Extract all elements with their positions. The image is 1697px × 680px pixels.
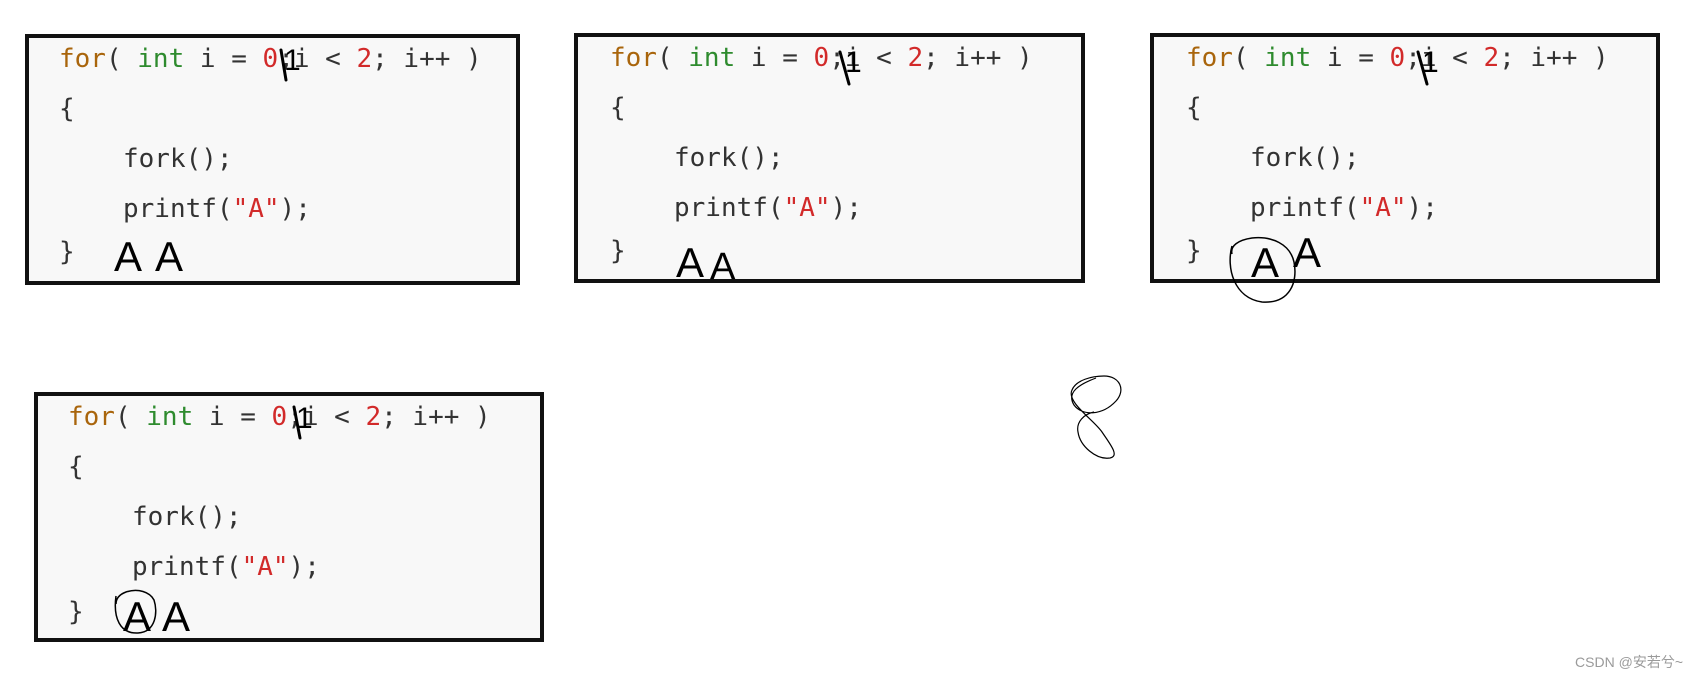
output-a-circled: A [1251,239,1280,286]
printf-statement: printf("A"); [132,552,320,582]
fork-statement: fork(); [123,144,233,174]
output-a-1: A [676,239,705,286]
increment-text: ; i++ ) [381,402,491,432]
init-value: 0 [813,43,830,73]
fork-statement: fork(); [132,502,242,532]
loop-limit: 2 [356,44,373,74]
condition-text: ;i < [1405,43,1484,73]
output-a-2: A [162,593,191,640]
for-keyword: for [1186,43,1233,73]
circle-mark-panel-3 [1229,236,1296,303]
printf-close: ); [288,552,320,582]
strike-mark-panel-2 [838,50,851,86]
declaration: i = [193,402,272,432]
open-brace: { [610,93,626,123]
open-paren: ( [114,402,147,432]
close-brace: } [1186,236,1202,266]
code-panel-1: for( int i = 0;i < 2; i++ ) { fork(); pr… [25,34,520,285]
code-panel-4: for( int i = 0;i < 2; i++ ) { fork(); pr… [34,392,544,642]
printf-string: "A" [241,552,289,582]
close-brace: } [68,597,84,627]
loop-limit: 2 [365,402,382,432]
fork-statement: fork(); [1250,143,1360,173]
open-paren: ( [656,43,689,73]
handwritten-i-value: 1 [284,44,301,77]
init-value: 0 [262,44,279,74]
printf-call: printf( [674,193,784,223]
init-value: 0 [1389,43,1406,73]
handwritten-i-value: 1 [845,46,862,79]
output-a-1: A [114,233,143,280]
declaration: i = [735,43,814,73]
circle-mark-panel-4 [114,589,157,634]
for-line: for( int i = 0;i < 2; i++ ) [610,43,1033,73]
output-a-2: A [1293,229,1322,276]
printf-statement: printf("A"); [674,193,862,223]
declaration: i = [1311,43,1390,73]
strike-mark-panel-1 [279,48,288,82]
printf-close: ); [830,193,862,223]
condition-text: ;i < [287,402,366,432]
init-value: 0 [271,402,288,432]
increment-text: ; i++ ) [372,44,482,74]
handwritten-i-value: 1 [1422,46,1439,79]
open-brace: { [68,452,84,482]
figure-eight-scribble [1070,375,1122,459]
for-line: for( int i = 0;i < 2; i++ ) [68,402,491,432]
close-brace: } [59,237,75,267]
declaration: i = [184,44,263,74]
open-brace: { [59,94,75,124]
printf-close: ); [1406,193,1438,223]
increment-text: ; i++ ) [1499,43,1609,73]
printf-statement: printf("A"); [123,194,311,224]
printf-call: printf( [123,194,233,224]
int-keyword: int [688,43,736,73]
fork-statement: fork(); [674,143,784,173]
output-a-2: A [710,246,736,288]
printf-call: printf( [132,552,242,582]
increment-text: ; i++ ) [923,43,1033,73]
printf-string: "A" [783,193,831,223]
for-keyword: for [68,402,115,432]
open-brace: { [1186,93,1202,123]
strike-mark-panel-4 [292,405,302,440]
loop-limit: 2 [907,43,924,73]
for-keyword: for [59,44,106,74]
loop-limit: 2 [1483,43,1500,73]
handwritten-i-value: 1 [296,402,313,435]
code-panel-2: for( int i = 0;i < 2; i++ ) { fork(); pr… [574,33,1085,283]
close-brace: } [610,236,626,266]
printf-string: "A" [232,194,280,224]
for-keyword: for [610,43,657,73]
int-keyword: int [146,402,194,432]
strike-mark-panel-3 [1416,50,1429,86]
watermark: CSDN @安若兮~ [1575,654,1683,670]
int-keyword: int [1264,43,1312,73]
printf-string: "A" [1359,193,1407,223]
printf-statement: printf("A"); [1250,193,1438,223]
printf-call: printf( [1250,193,1360,223]
output-a-2: A [155,233,184,280]
printf-close: ); [279,194,311,224]
for-line: for( int i = 0;i < 2; i++ ) [1186,43,1609,73]
open-paren: ( [1232,43,1265,73]
int-keyword: int [137,44,185,74]
open-paren: ( [105,44,138,74]
code-panel-3: for( int i = 0;i < 2; i++ ) { fork(); pr… [1150,33,1660,283]
